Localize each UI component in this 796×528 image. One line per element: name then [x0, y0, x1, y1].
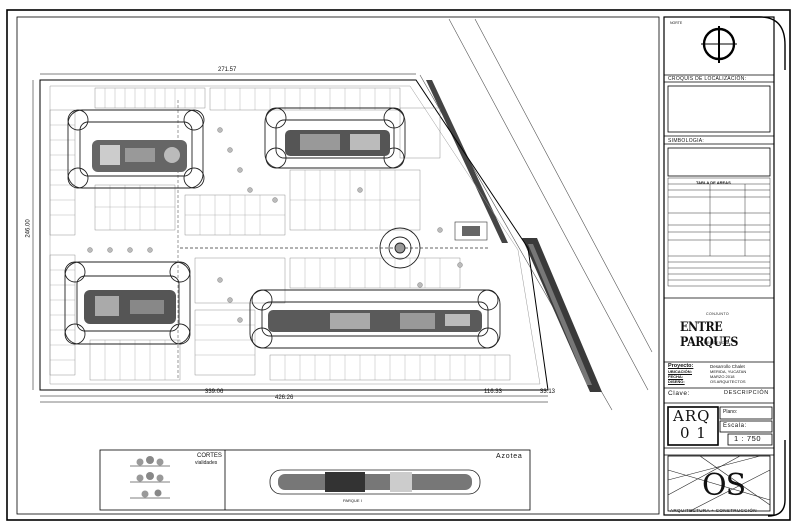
cul-de-sac-loops [64, 107, 501, 349]
cortes-sub-label: vialidades [195, 460, 218, 466]
project-name: ENTRE PARQUES [680, 320, 738, 350]
info-value: Desarrollo Chalet [710, 364, 745, 369]
info-label: DISEÑO: [668, 379, 685, 384]
info-row: DISEÑO: OS ARQUITECTOS [668, 379, 772, 384]
roundabout [379, 227, 421, 269]
azotea-label: Azotea [496, 453, 523, 460]
trees [87, 127, 463, 323]
dim-left-side: 246.00 [25, 219, 32, 238]
sheet-code-line1: ARQ [673, 407, 711, 425]
project-info-rows: Proyecto: Desarrollo Chalet UBICACIÓN: M… [668, 363, 772, 384]
info-value: MARZO 2018 [710, 374, 735, 379]
areas-table [667, 177, 771, 287]
info-label: Proyecto: [668, 363, 694, 369]
info-label: UBICACIÓN: [668, 369, 692, 374]
lot-dividers [50, 88, 496, 380]
azotea-park-label: PARQUE I [343, 498, 362, 503]
title-block-dividers [664, 74, 774, 456]
info-row: FECHA: MARZO 2018 [668, 374, 772, 379]
azotea-park-plan [269, 469, 481, 495]
north-arrow-icon [701, 26, 737, 63]
lot-grid [49, 87, 511, 381]
escala-label: Escala: [723, 423, 747, 429]
site-boundary [39, 79, 549, 391]
croquis-label: CROQUIS DE LOCALIZACIÓN: [668, 76, 747, 82]
title-block-frame [663, 16, 786, 517]
escala-value: 1 : 750 [734, 434, 762, 443]
os-logo: OS [702, 468, 746, 503]
dimension-lines [32, 73, 548, 403]
logo-lines [667, 455, 771, 512]
areas-table-title: TABLA DE AREAS [696, 180, 731, 185]
info-value: OS ARQUITECTOS [710, 379, 746, 384]
descripcion-label: DESCRIPCIÓN [724, 390, 769, 396]
dim-bottom-left: 339.06 [205, 389, 224, 395]
park-interiors [84, 130, 482, 332]
logo-sub: ARQUITECTURA + CONSTRUCCIÓN [670, 508, 757, 513]
dim-bottom-total: 426.26 [275, 395, 294, 401]
dim-bottom-edge: 33.13 [540, 389, 556, 395]
conjunto-label: CONJUNTO [706, 312, 730, 316]
dim-top-frontage: 271.57 [218, 67, 237, 73]
dim-bottom-right: 116.33 [484, 389, 502, 395]
cortes-label: CORTES [197, 453, 222, 459]
north-label: NORTE [670, 21, 683, 25]
highway-lines [419, 18, 653, 411]
project-sub: RESIDENCIAL [704, 341, 731, 345]
park-label: PARQUE I [345, 338, 367, 343]
info-row: Proyecto: Desarrollo Chalet [668, 363, 772, 369]
info-row: UBICACIÓN: MERIDA, YUCATAN [668, 369, 772, 374]
simbologia-label: SIMBOLOGIA: [668, 138, 705, 144]
clave-label: Clave: [668, 390, 691, 397]
sheet-code-line2: 0 1 [680, 424, 707, 442]
info-value: MERIDA, YUCATAN [710, 369, 747, 374]
highway-median [426, 80, 508, 243]
section-trees [130, 456, 170, 499]
info-label: FECHA: [668, 374, 684, 379]
plano-label: Plano: [723, 409, 738, 415]
